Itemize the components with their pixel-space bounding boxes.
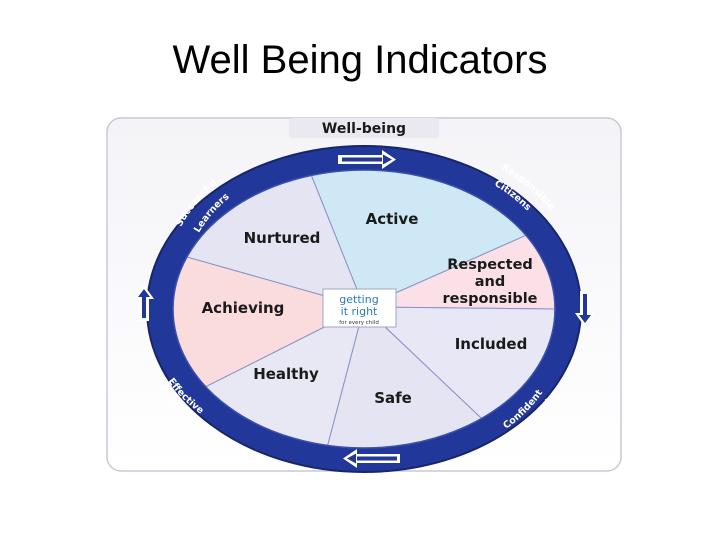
arrow-down-icon xyxy=(575,291,595,327)
segment-label-and: and xyxy=(475,274,506,290)
segment-label-respected: Respected xyxy=(447,257,533,273)
segment-label-nurtured: Nurtured xyxy=(244,229,321,247)
center-logo: getting it right for every child xyxy=(322,288,397,328)
logo-line-1: getting xyxy=(339,293,378,306)
header-tab xyxy=(289,118,439,138)
inner-ring-edge xyxy=(172,169,556,449)
segment-label-active: Active xyxy=(366,210,419,228)
segment-label-achieving: Achieving xyxy=(202,299,285,317)
segment-label-healthy: Healthy xyxy=(253,365,319,383)
wellbeing-diagram: Active Nurtured Respected and responsibl… xyxy=(106,117,622,473)
logo-line-2: it right xyxy=(341,305,378,318)
arrow-up-icon xyxy=(134,285,154,321)
slide-title: Well Being Indicators xyxy=(172,38,548,82)
logo-line-3: for every child xyxy=(339,320,379,326)
segment-label-safe: Safe xyxy=(374,389,412,407)
diagram-header: Well-being xyxy=(322,121,406,137)
arrow-right-icon xyxy=(338,150,396,169)
arrow-left-icon xyxy=(343,449,400,468)
segment-label-responsible: responsible xyxy=(442,291,537,307)
segment-label-included: Included xyxy=(455,335,528,353)
